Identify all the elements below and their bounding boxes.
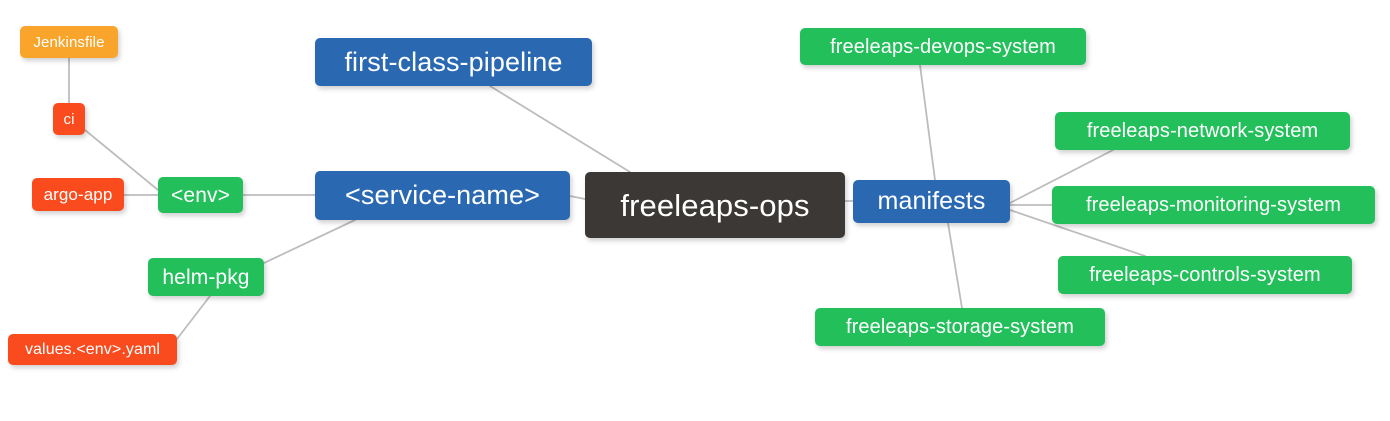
node-freeleaps-storage-system[interactable]: freeleaps-storage-system [815, 308, 1105, 346]
node-helm-pkg[interactable]: helm-pkg [148, 258, 264, 296]
node-label-freeleaps-monitoring-system: freeleaps-monitoring-system [1085, 194, 1341, 216]
edge-manifests-to-freeleaps-network-system [1009, 149, 1114, 204]
node-label-values-env-yaml: values.<env>.yaml [24, 340, 161, 358]
node-jenkinsfile[interactable]: Jenkinsfile [20, 26, 118, 58]
node-first-class-pipeline[interactable]: first-class-pipeline [315, 38, 592, 86]
node-freeleaps-controls-system[interactable]: freeleaps-controls-system [1058, 256, 1352, 294]
node-argo-app[interactable]: argo-app [32, 178, 124, 211]
node-service-name[interactable]: <service-name> [315, 171, 570, 220]
node-freeleaps-devops-system[interactable]: freeleaps-devops-system [800, 28, 1086, 65]
edge-manifests-to-freeleaps-controls-system [1009, 209, 1146, 257]
edge-service-name-to-freeleaps-ops [569, 195, 586, 200]
node-ci[interactable]: ci [53, 103, 85, 135]
node-values-env-yaml[interactable]: values.<env>.yaml [8, 334, 177, 365]
node-label-first-class-pipeline: first-class-pipeline [344, 46, 563, 77]
node-label-freeleaps-devops-system: freeleaps-devops-system [830, 35, 1056, 58]
edge-values-env-yaml-to-helm-pkg [176, 295, 211, 340]
node-label-ci: ci [63, 110, 75, 128]
node-freeleaps-ops[interactable]: freeleaps-ops [585, 172, 845, 238]
edge-ci-to-env [84, 129, 159, 191]
node-label-manifests: manifests [877, 187, 986, 215]
edge-first-class-pipeline-to-freeleaps-ops [489, 85, 631, 173]
node-label-freeleaps-ops: freeleaps-ops [620, 187, 810, 223]
node-freeleaps-network-system[interactable]: freeleaps-network-system [1055, 112, 1350, 150]
edge-manifests-to-freeleaps-devops-system [919, 64, 936, 181]
node-env[interactable]: <env> [158, 177, 243, 213]
node-manifests[interactable]: manifests [853, 180, 1010, 223]
node-label-freeleaps-storage-system: freeleaps-storage-system [845, 316, 1075, 338]
node-label-env: <env> [171, 183, 230, 207]
node-label-freeleaps-controls-system: freeleaps-controls-system [1089, 264, 1321, 286]
node-freeleaps-monitoring-system[interactable]: freeleaps-monitoring-system [1052, 186, 1375, 224]
node-label-service-name: <service-name> [345, 180, 540, 210]
node-label-argo-app: argo-app [43, 185, 113, 204]
node-label-jenkinsfile: Jenkinsfile [33, 33, 105, 51]
node-label-freeleaps-network-system: freeleaps-network-system [1086, 120, 1319, 142]
edge-helm-pkg-to-service-name [263, 219, 356, 264]
edge-manifests-to-freeleaps-storage-system [947, 222, 963, 309]
node-label-helm-pkg: helm-pkg [162, 265, 250, 289]
